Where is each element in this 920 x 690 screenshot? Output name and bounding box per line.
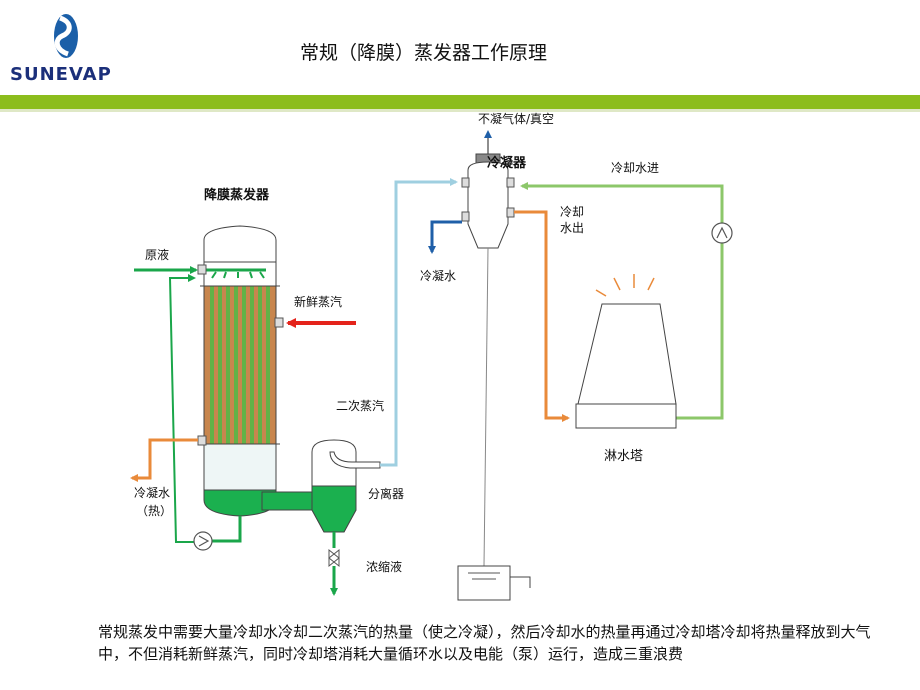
secondary-steam-line [380,178,458,467]
condensate-tank [457,565,531,601]
cooling-in-label: 冷却水进 [611,161,659,175]
hot-condensate-label: 冷凝水 [134,485,170,500]
fresh-steam-label: 新鲜蒸汽 [294,294,342,309]
condenser-label: 冷凝器 [487,155,527,171]
feed-label: 原液 [145,247,169,262]
sunevap-logo-icon [54,14,78,58]
condensate-out-line [428,220,462,254]
description-text: 常规蒸发中需要大量冷却水冷却二次蒸汽的热量（使之冷凝），然后冷却水的热量再通过冷… [98,623,871,663]
hot-condensate-sublabel: （热） [136,504,172,518]
concentrate-label: 浓缩液 [366,559,402,574]
cooling-out-label: 冷却 [560,205,584,219]
cooling-pump-icon [711,222,733,244]
cooling-tower [575,274,677,429]
condensate-label: 冷凝水 [420,268,456,283]
accent-bar-shadow [0,109,920,112]
evaporator-label: 降膜蒸发器 [204,187,270,203]
hot-condensate-line [130,438,198,482]
accent-bar [0,95,920,109]
cooling-water-out-line [514,210,570,422]
separator-vessel [311,439,381,596]
cooling-tower-label: 淋水塔 [604,449,643,464]
feed-line [134,266,242,543]
cooling-water-in-line [520,182,724,420]
cooling-out-sublabel: 水出 [560,221,584,235]
recirculation-pump-icon [193,531,213,551]
secondary-steam-label: 二次蒸汽 [336,398,384,413]
vent-label: 不凝气体/真空 [478,111,554,126]
separator-label: 分离器 [368,486,404,501]
evaporator-separator-connector [261,491,313,511]
brand-name: SUNEVAP [10,64,112,85]
falling-film-evaporator [197,225,284,517]
condenser-vessel [461,153,515,567]
page-title: 常规（降膜）蒸发器工作原理 [300,42,548,64]
